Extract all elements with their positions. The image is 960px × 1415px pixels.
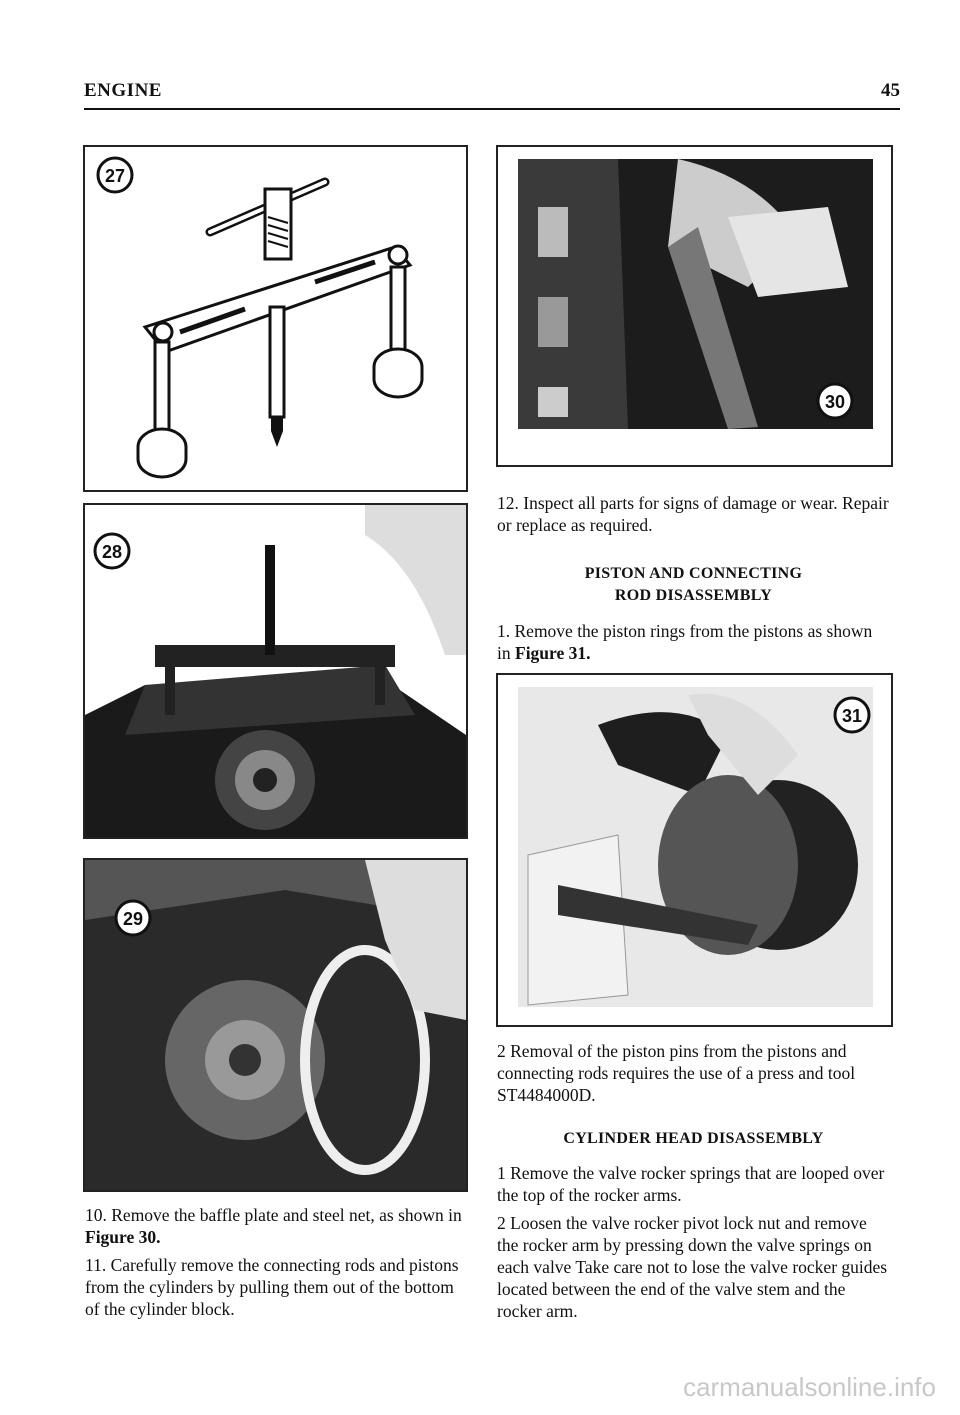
left-column-text: 10. Remove the baffle plate and steel ne… xyxy=(85,1204,465,1326)
watermark: carmanualsonline.info xyxy=(683,1372,936,1402)
figure-31-label: 31 xyxy=(842,706,862,726)
figure-30-reference: Figure 30. xyxy=(85,1227,161,1247)
piston-section-title: PISTON AND CONNECTING ROD DISASSEMBLY xyxy=(584,565,803,604)
baffle-plate-photo: 29 xyxy=(85,860,466,1190)
puller-installed-photo: 28 xyxy=(85,505,466,837)
piston-step-2: 2 Removal of the piston pins from the pi… xyxy=(497,1041,856,1105)
step-12: 12. Inspect all parts for signs of damag… xyxy=(497,493,889,535)
figure-30-label: 30 xyxy=(825,392,845,412)
page-number: 45 xyxy=(881,80,900,101)
step-11: 11. Carefully remove the connecting rods… xyxy=(85,1255,459,1319)
cylinder-head-steps: 1 Remove the valve rocker springs that a… xyxy=(497,1162,890,1328)
piston-step-1: 1. Remove the piston rings from the pist… xyxy=(497,621,873,663)
figure-27-label: 27 xyxy=(105,166,125,186)
cyl-step-2: 2 Loosen the valve rocker pivot lock nut… xyxy=(497,1213,888,1321)
figure-27-puller-tool: 27 xyxy=(83,145,468,492)
puller-tool-drawing: 27 xyxy=(96,156,424,479)
figure-28-label: 28 xyxy=(102,542,122,562)
section-title: ENGINE xyxy=(84,80,162,101)
baffle-removal-photo: 30 xyxy=(498,147,891,465)
piston-ring-removal-photo: 31 xyxy=(498,675,891,1025)
figure-31-reference: Figure 31. xyxy=(515,643,591,663)
page-header: ENGINE 45 xyxy=(84,80,900,110)
cyl-step-1: 1 Remove the valve rocker springs that a… xyxy=(497,1163,885,1205)
step-10: 10. Remove the baffle plate and steel ne… xyxy=(85,1205,462,1247)
figure-29-label: 29 xyxy=(123,909,143,929)
cylinder-head-section-title: CYLINDER HEAD DISASSEMBLY xyxy=(563,1130,824,1147)
figure-30-photo: 30 xyxy=(496,145,893,467)
figure-29-photo: 29 xyxy=(83,858,468,1192)
figure-28-photo: 28 xyxy=(83,503,468,839)
figure-31-photo: 31 xyxy=(496,673,893,1027)
